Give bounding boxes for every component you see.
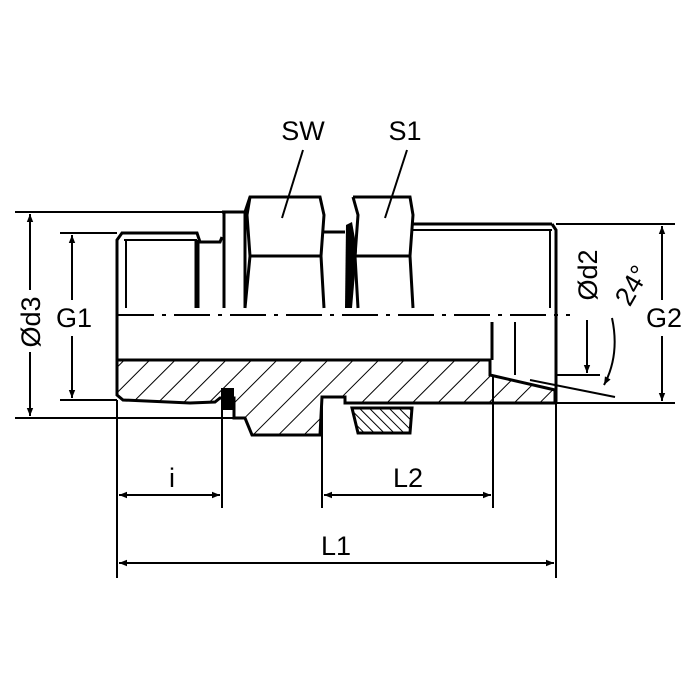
d2-label: Ød2 <box>573 249 603 300</box>
g2-label: G2 <box>646 303 682 333</box>
sw-label: SW <box>281 116 325 146</box>
s1-label: S1 <box>388 116 421 146</box>
l2-label: L2 <box>393 463 423 493</box>
o-ring <box>221 388 234 410</box>
extension-lines <box>15 211 675 578</box>
d3-label: Ød3 <box>16 296 46 347</box>
section-hatch <box>115 358 557 437</box>
l1-label: L1 <box>321 531 351 561</box>
seal-ring <box>350 406 414 435</box>
nut-ring-black <box>345 222 357 308</box>
g1-label: G1 <box>56 303 92 333</box>
i-label: i <box>169 463 175 493</box>
